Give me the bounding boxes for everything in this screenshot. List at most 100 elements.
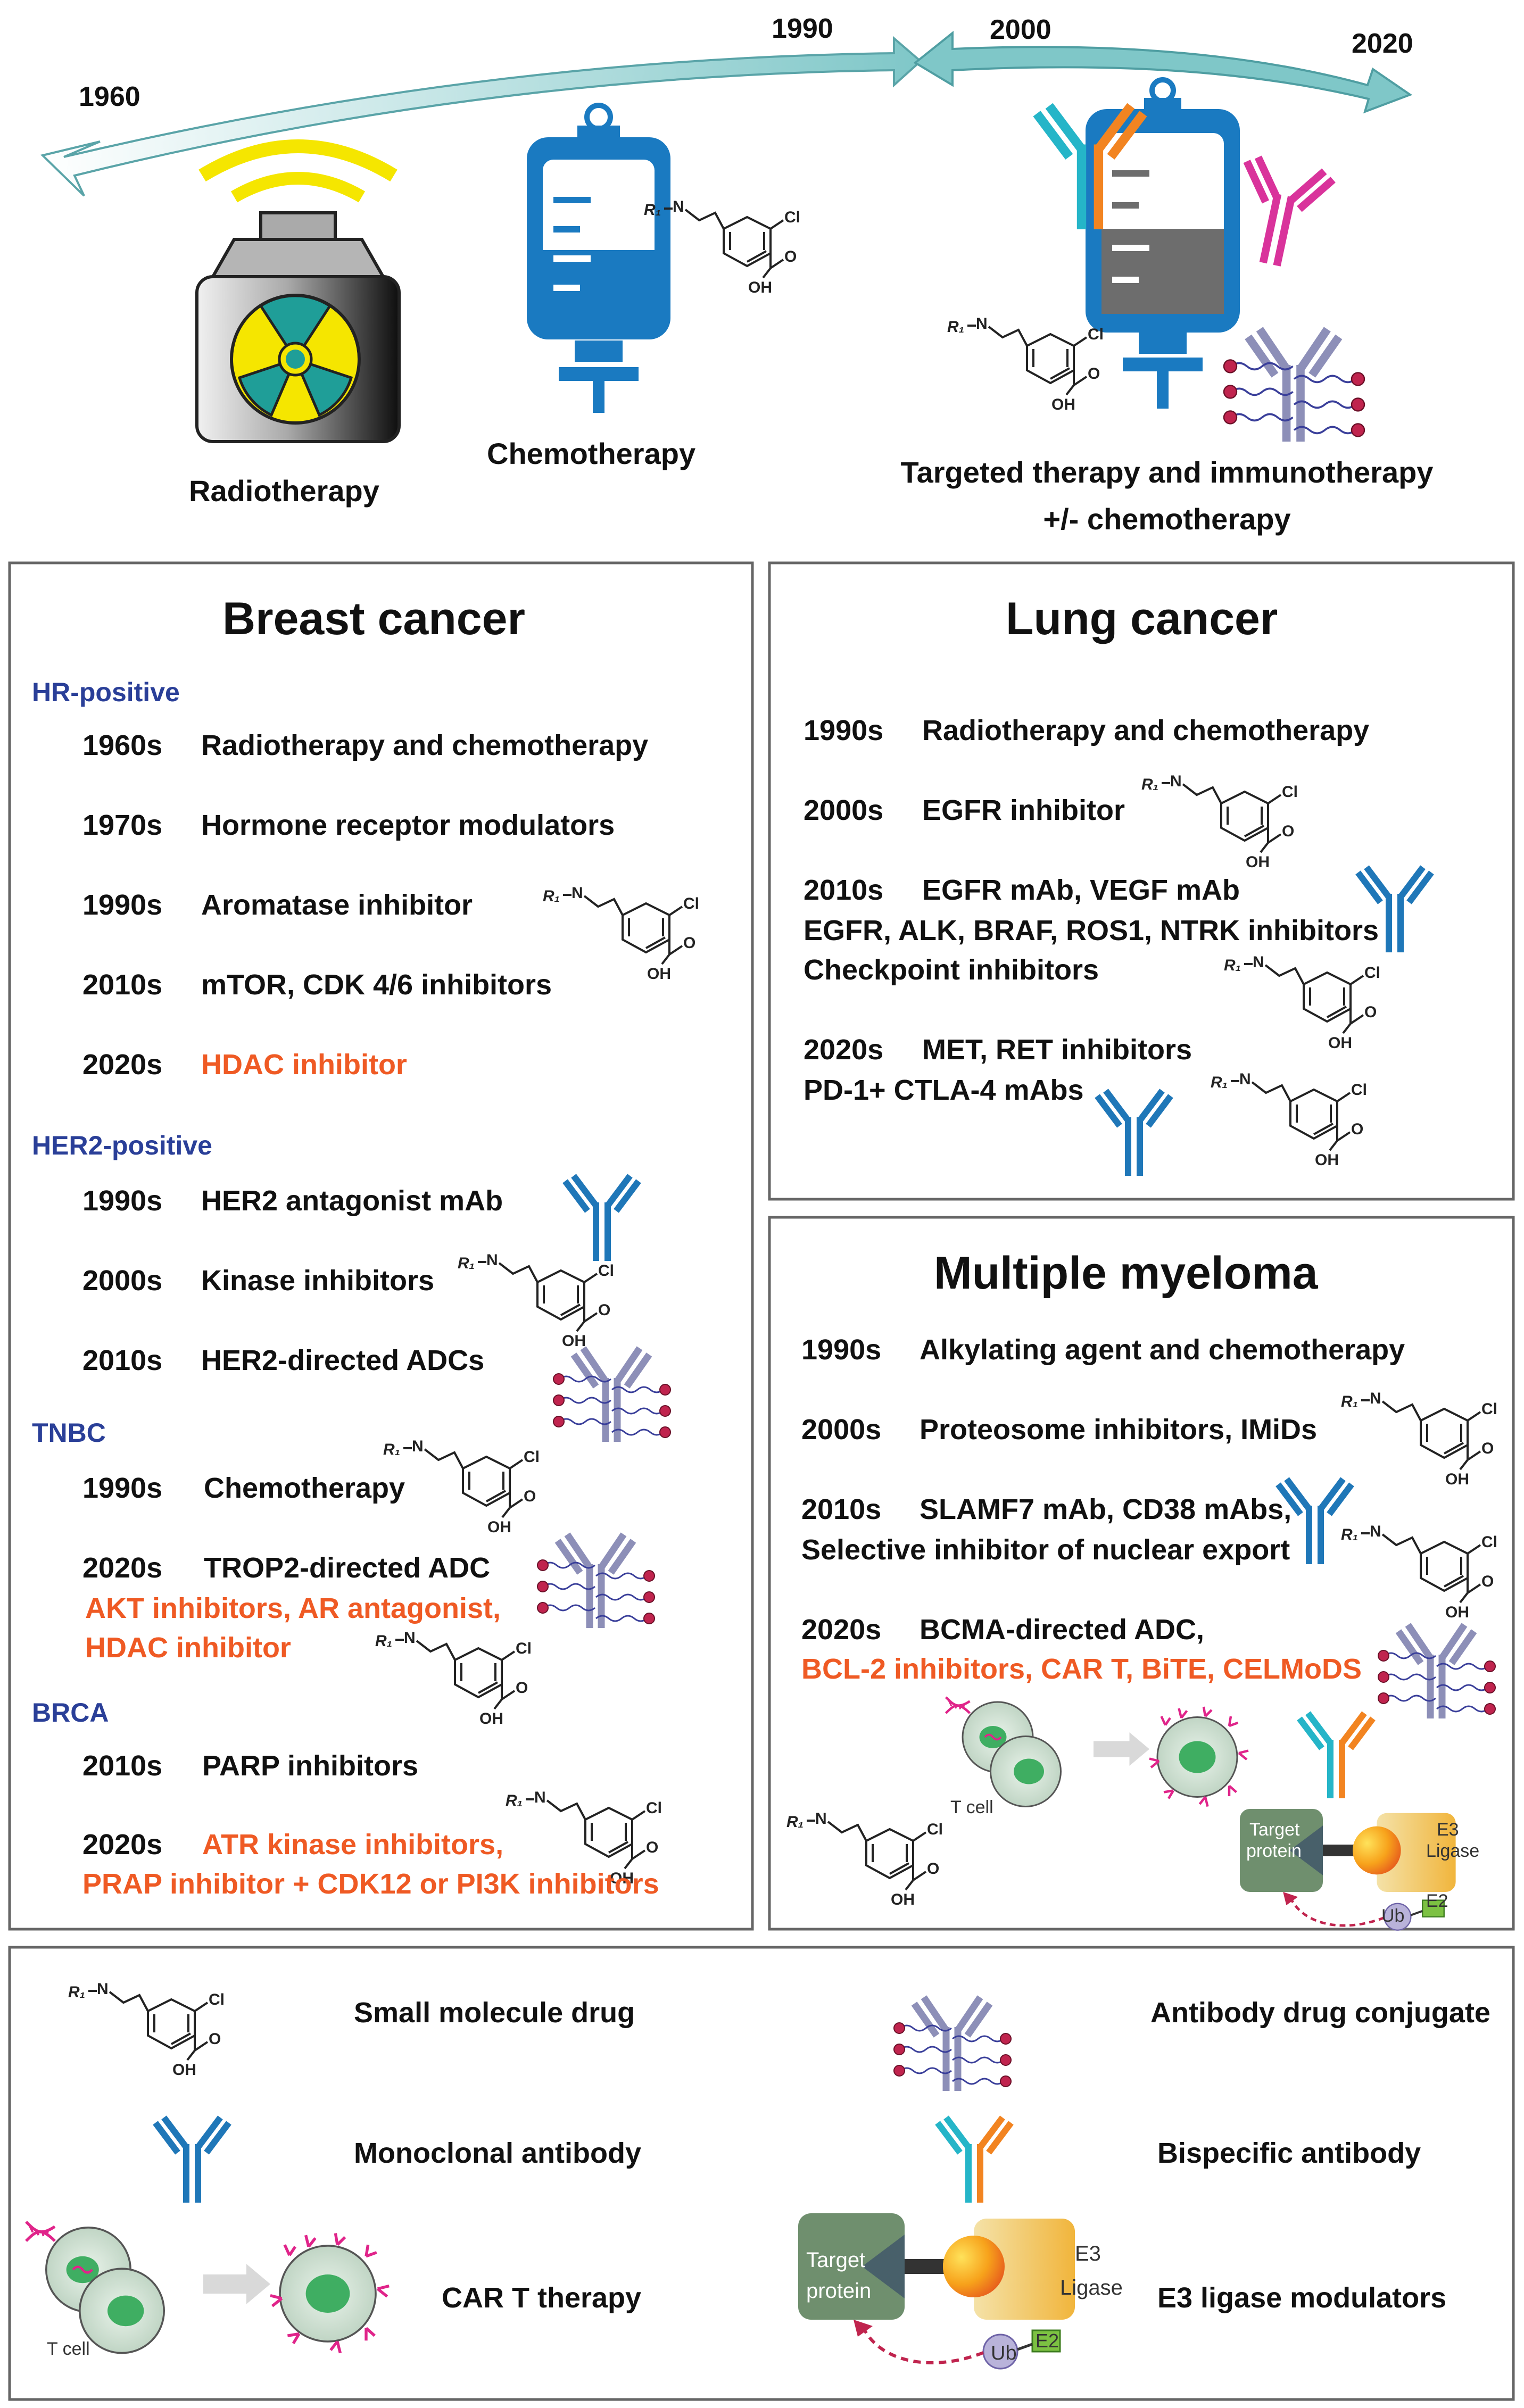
era-chemotherapy: Chemotherapy xyxy=(487,437,696,470)
her2-positive-heading: HER2-positive xyxy=(32,1131,212,1160)
car-t-legend-icon xyxy=(26,2222,389,2353)
radiotherapy-device-icon xyxy=(195,139,401,443)
lung-row-text: Radiotherapy and chemotherapy xyxy=(922,715,1370,746)
hr-row-text: mTOR, CDK 4/6 inhibitors xyxy=(201,969,552,1001)
her2-row-decade: 2000s xyxy=(82,1265,163,1297)
t-cell-legend-label: T cell xyxy=(47,2339,90,2359)
legend-e2-label: E2 xyxy=(1036,2330,1059,2352)
myeloma-row-decade: 2000s xyxy=(801,1414,882,1446)
multiple-myeloma-panel xyxy=(768,1216,1515,1931)
mab-legend-icon xyxy=(155,2118,229,2203)
e2-label: E2 xyxy=(1426,1891,1448,1911)
hr-row-decade: 2010s xyxy=(82,969,163,1001)
legend-panel xyxy=(8,1946,1515,2401)
lung-row-text: MET, RET inhibitors xyxy=(922,1034,1192,1066)
legend-target-line-1: Target xyxy=(806,2248,866,2272)
lung-row-text: EGFR mAb, VEGF mAb xyxy=(922,874,1240,906)
tnbc-extra-line-2: HDAC inhibitor xyxy=(85,1632,291,1664)
adc-icon xyxy=(1224,329,1364,442)
monoclonal-antibody-icon xyxy=(1097,1091,1171,1176)
her2-row-text: HER2-directed ADCs xyxy=(201,1344,485,1376)
bispecific-antibody-icon xyxy=(1299,1713,1373,1798)
brca-row-text: PARP inhibitors xyxy=(202,1750,419,1782)
lung-2010-line-c: Checkpoint inhibitors xyxy=(804,954,1099,986)
hr-row-decade: 1960s xyxy=(82,729,163,761)
legend-e3-line-1: E3 xyxy=(1075,2242,1101,2265)
brca-extra-line-1: PRAP inhibitor + CDK12 or PI3K inhibitor… xyxy=(82,1868,659,1900)
chemotherapy-bag-icon xyxy=(527,103,670,413)
car-t-icon xyxy=(946,1697,1249,1807)
myeloma-2020-line-b: BCL-2 inhibitors, CAR T, BiTE, CELMoDS xyxy=(801,1653,1362,1685)
tnbc-row-decade: 2020s xyxy=(82,1552,163,1584)
era-targeted-line-1: Targeted therapy and immunotherapy xyxy=(900,455,1434,489)
small-molecule-icon xyxy=(1210,1069,1368,1170)
era-targeted-line-2: +/- chemotherapy xyxy=(1043,502,1291,536)
bispecific-legend-icon xyxy=(938,2118,1011,2203)
timeline-year-2020: 2020 xyxy=(1352,28,1413,59)
brca-row-decade: 2010s xyxy=(82,1750,163,1782)
small-molecule-icon xyxy=(457,1250,615,1351)
t-cell-label: T cell xyxy=(950,1797,993,1817)
legend-target-line-2: protein xyxy=(806,2279,872,2303)
hr-row-text: Hormone receptor modulators xyxy=(201,809,615,841)
hr-positive-heading: HR-positive xyxy=(32,677,180,707)
lung-cancer-title: Lung cancer xyxy=(1006,593,1278,644)
brca-row-decade: 2020s xyxy=(82,1829,163,1861)
legend-bispecific: Bispecific antibody xyxy=(1157,2137,1421,2169)
legend-adc: Antibody drug conjugate xyxy=(1150,1997,1490,2029)
lung-row-decade: 2010s xyxy=(804,874,884,906)
myeloma-row-text: Alkylating agent and chemotherapy xyxy=(920,1334,1405,1366)
hr-row-decade: 1990s xyxy=(82,889,163,921)
tnbc-extra-line-1: AKT inhibitors, AR antagonist, xyxy=(85,1592,501,1624)
breast-cancer-panel xyxy=(8,561,754,1931)
myeloma-row-decade: 2010s xyxy=(801,1493,882,1525)
myeloma-2010-line-b: Selective inhibitor of nuclear export xyxy=(801,1534,1290,1566)
lung-row-decade: 2020s xyxy=(804,1034,884,1066)
timeline-arrow-right xyxy=(913,30,1413,114)
myeloma-row-text: BCMA-directed ADC, xyxy=(920,1614,1205,1646)
adc-icon xyxy=(553,1348,670,1442)
adc-icon xyxy=(1378,1625,1495,1718)
her2-row-decade: 1990s xyxy=(82,1185,163,1217)
lung-2010-line-b: EGFR, ALK, BRAF, ROS1, NTRK inhibitors xyxy=(804,915,1379,946)
hr-row-decade: 1970s xyxy=(82,809,163,841)
small-molecule-icon xyxy=(1340,1522,1498,1622)
her2-row-decade: 2010s xyxy=(82,1344,163,1376)
small-molecule-legend-icon xyxy=(67,1979,226,2080)
legend-car-t: CAR T therapy xyxy=(442,2282,642,2314)
timeline-year-1990: 1990 xyxy=(772,13,833,44)
lung-2020-line-b: PD-1+ CTLA-4 mAbs xyxy=(804,1074,1084,1106)
multiple-myeloma-title: Multiple myeloma xyxy=(934,1248,1318,1299)
myeloma-row-decade: 1990s xyxy=(801,1334,882,1366)
target-label-line-1: Target xyxy=(1249,1820,1300,1840)
timeline-year-2000: 2000 xyxy=(990,14,1051,45)
targeted-therapy-bag-icon xyxy=(1086,77,1240,409)
era-radiotherapy: Radiotherapy xyxy=(189,474,379,508)
breast-cancer-title: Breast cancer xyxy=(222,593,525,644)
tnbc-row-text: Chemotherapy xyxy=(204,1472,405,1504)
hr-row-text: Aromatase inhibitor xyxy=(201,889,473,921)
legend-small-molecule: Small molecule drug xyxy=(354,1997,635,2029)
legend-ub-label: Ub xyxy=(991,2342,1017,2364)
monoclonal-antibody-icon xyxy=(565,1176,639,1261)
e3-label-line-2: Ligase xyxy=(1426,1841,1480,1861)
her2-row-text: HER2 antagonist mAb xyxy=(201,1185,503,1217)
monoclonal-antibody-icon-magenta xyxy=(1243,155,1336,267)
myeloma-row-decade: 2020s xyxy=(801,1614,882,1646)
adc-legend-icon xyxy=(894,1997,1011,2091)
legend-e3: E3 ligase modulators xyxy=(1157,2282,1447,2314)
small-molecule-icon xyxy=(946,314,1105,414)
hr-row-text: HDAC inhibitor xyxy=(201,1049,407,1081)
hr-row-text: Radiotherapy and chemotherapy xyxy=(201,729,649,761)
lung-row-decade: 1990s xyxy=(804,715,884,746)
e3-label-line-1: E3 xyxy=(1437,1820,1459,1840)
myeloma-row-text: SLAMF7 mAb, CD38 mAbs, xyxy=(920,1493,1292,1525)
legend-e3-line-2: Ligase xyxy=(1060,2276,1123,2299)
tnbc-row-text: TROP2-directed ADC xyxy=(204,1552,491,1584)
timeline-arrow-left xyxy=(40,36,923,197)
tnbc-heading: TNBC xyxy=(32,1418,106,1448)
lung-row-text: EGFR inhibitor xyxy=(922,794,1125,826)
brca-heading: BRCA xyxy=(32,1698,109,1728)
small-molecule-icon xyxy=(1140,771,1299,872)
tnbc-row-decade: 1990s xyxy=(82,1472,163,1504)
